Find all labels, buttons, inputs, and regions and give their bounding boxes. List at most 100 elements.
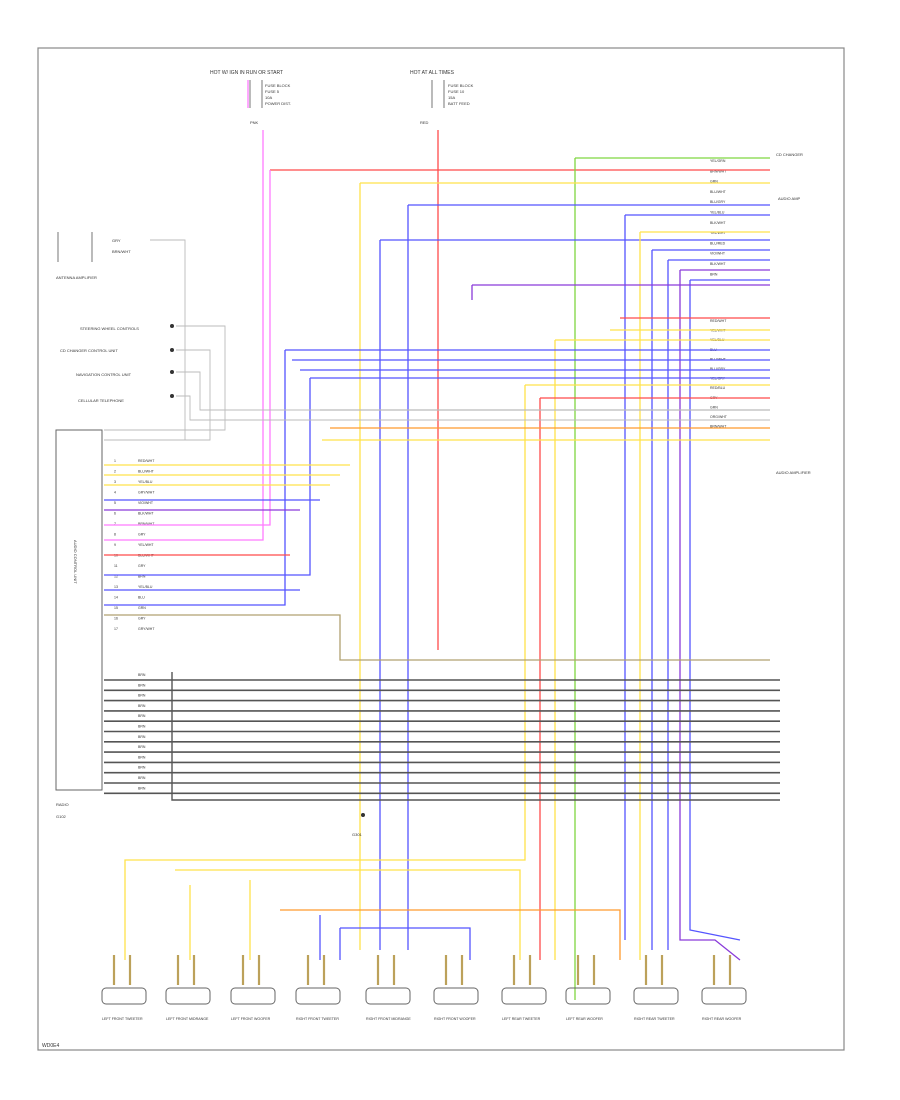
right-top-wire-label: VIO/WHT bbox=[710, 252, 726, 256]
wire bbox=[667, 259, 770, 950]
speaker-label: RIGHT FRONT TWEETER bbox=[296, 1017, 339, 1021]
radio-pin-number: 5 bbox=[114, 501, 116, 505]
radio-pin-number: 11 bbox=[114, 564, 118, 568]
radio-pin-label: BLK/WHT bbox=[138, 512, 154, 516]
radio-pin-number: 7 bbox=[114, 522, 116, 526]
wire bbox=[554, 339, 770, 960]
wire-paths bbox=[104, 80, 780, 1000]
speaker-body bbox=[365, 987, 411, 1005]
speaker-body bbox=[501, 987, 547, 1005]
speaker: LEFT REAR TWEETER bbox=[501, 955, 547, 1021]
left-devices: STEERING WHEEL CONTROLS CD CHANGER CONTR… bbox=[60, 324, 174, 403]
wire bbox=[679, 269, 770, 961]
wire bbox=[651, 249, 770, 950]
right-top-wire-label: YEL/WHT bbox=[710, 231, 726, 235]
right-top-wire-labels: YEL/GRNBRN/WHTGRNBLU/WHTBLU/GRYYEL/BLUBL… bbox=[710, 159, 727, 276]
wire bbox=[104, 377, 770, 576]
svg-text:GRY: GRY bbox=[112, 238, 121, 243]
top-connector-battery: HOT AT ALL TIMES FUSE BLOCK FUSE 10 15A … bbox=[410, 70, 474, 125]
antenna-amplifier: GRY BRN/WHT ANTENNA AMPLIFIER bbox=[56, 232, 131, 280]
device-cellular: CELLULAR TELEPHONE bbox=[78, 398, 124, 403]
radio-pin-number: 1 bbox=[114, 459, 116, 463]
right-top-wire-label: BLK/WHT bbox=[710, 221, 726, 225]
radio-bus-label: BRN bbox=[138, 735, 146, 739]
wire bbox=[176, 371, 770, 411]
speaker-body bbox=[565, 987, 611, 1005]
top-connector-ignition: HOT W/ IGN IN RUN OR START FUSE BLOCK FU… bbox=[210, 70, 291, 125]
radio-bus-label: BRN bbox=[138, 745, 146, 749]
wire bbox=[471, 284, 770, 300]
wire bbox=[175, 869, 521, 960]
radio-bus-label: BRN bbox=[138, 725, 146, 729]
radio-pin-number: 17 bbox=[114, 627, 118, 631]
radio-pin-number: 2 bbox=[114, 470, 116, 474]
radio-pin-label: GRY bbox=[138, 533, 146, 537]
speaker-label: LEFT REAR WOOFER bbox=[566, 1017, 603, 1021]
wire bbox=[104, 325, 226, 431]
radio-pin-label: BLU/WHT bbox=[138, 470, 155, 474]
radio-pin-label: YEL/BLU bbox=[138, 585, 153, 589]
right-top-wire-label: BLU/WHT bbox=[710, 190, 727, 194]
right-mid-wire-label: BRN/WHT bbox=[710, 425, 727, 429]
radio-ground: G102 bbox=[56, 814, 67, 819]
speaker-terminals bbox=[512, 955, 532, 985]
radio-bus-label: BRN bbox=[138, 786, 146, 790]
speaker-label: LEFT FRONT TWEETER bbox=[102, 1017, 143, 1021]
top-connector-battery-title: HOT AT ALL TIMES bbox=[410, 70, 455, 76]
speaker-label: LEFT FRONT WOOFER bbox=[231, 1017, 271, 1021]
radio-pin-label: BRN bbox=[138, 575, 146, 579]
radio-bus-label: BRN bbox=[138, 776, 146, 780]
speaker-label: RIGHT REAR WOOFER bbox=[702, 1017, 742, 1021]
speaker-label: RIGHT FRONT WOOFER bbox=[434, 1017, 476, 1021]
speaker-body bbox=[230, 987, 276, 1005]
speaker-label: RIGHT FRONT MIDRANGE bbox=[366, 1017, 411, 1021]
speaker-terminals bbox=[644, 955, 664, 985]
radio-side-text: AUDIO CONTROL UNIT bbox=[73, 540, 78, 584]
wire bbox=[407, 204, 770, 950]
device-steering: STEERING WHEEL CONTROLS bbox=[80, 326, 139, 331]
device-cd-changer: CD CHANGER CONTROL UNIT bbox=[60, 348, 118, 353]
radio-pin-label: VIO/WHT bbox=[138, 501, 154, 505]
wire bbox=[624, 214, 770, 940]
svg-text:PNK: PNK bbox=[250, 120, 259, 125]
wire bbox=[359, 182, 770, 950]
wire bbox=[639, 231, 770, 960]
radio-pin-number: 16 bbox=[114, 617, 118, 621]
wire bbox=[689, 279, 770, 941]
speaker-terminals bbox=[112, 955, 132, 985]
radio-pin-label: GRY/WHT bbox=[138, 627, 155, 631]
right-mid-connector: AUDIO AMPLIFIER bbox=[776, 470, 811, 475]
speaker-terminals bbox=[712, 955, 732, 985]
radio-unit: AUDIO CONTROL UNIT RADIO G102 bbox=[55, 429, 103, 819]
radio-pin-label: GRN bbox=[138, 606, 146, 610]
wire bbox=[104, 349, 211, 441]
radio-pin-number: 4 bbox=[114, 491, 116, 495]
radio-pin-number: 14 bbox=[114, 596, 118, 600]
svg-text:10A: 10A bbox=[265, 95, 272, 100]
diagram-border bbox=[37, 47, 845, 1051]
speaker-body bbox=[433, 987, 479, 1005]
radio-pin-label: YEL/WHT bbox=[138, 543, 154, 547]
speaker-label: LEFT REAR TWEETER bbox=[502, 1017, 541, 1021]
speaker: RIGHT FRONT TWEETER bbox=[295, 955, 341, 1021]
svg-text:CD CHANGER: CD CHANGER bbox=[776, 152, 803, 157]
radio-bus-label: BRN bbox=[138, 714, 146, 718]
right-mid-wire-label: RED/WHT bbox=[710, 319, 727, 323]
footer-code: WD0E4 bbox=[42, 1043, 59, 1049]
speaker-body bbox=[295, 987, 341, 1005]
wire bbox=[379, 239, 770, 950]
right-top-wire-label: BLK/WHT bbox=[710, 262, 726, 266]
wire bbox=[319, 915, 471, 960]
radio-pin-label: BLU bbox=[138, 596, 145, 600]
radio-pin-label: GRY bbox=[138, 564, 146, 568]
speaker: RIGHT FRONT WOOFER bbox=[433, 955, 479, 1021]
radio-pin-label: GRY/WHT bbox=[138, 491, 155, 495]
svg-text:POWER DIST.: POWER DIST. bbox=[265, 101, 291, 106]
speaker-terminals bbox=[376, 955, 396, 985]
radio-bus-label: BRN bbox=[138, 673, 146, 677]
svg-text:15A: 15A bbox=[448, 95, 455, 100]
radio-pin-number: 13 bbox=[114, 585, 118, 589]
speaker: LEFT FRONT WOOFER bbox=[230, 955, 276, 1021]
